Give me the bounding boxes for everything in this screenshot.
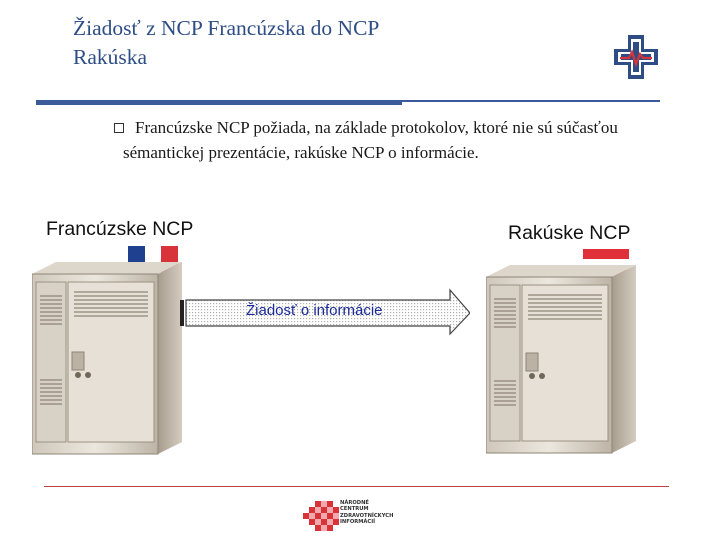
source-server-icon bbox=[32, 262, 182, 455]
footer-rule bbox=[44, 486, 669, 487]
request-arrow-icon bbox=[180, 288, 470, 336]
target-ncp-label: Rakúske NCP bbox=[508, 222, 631, 244]
title-rule-thin bbox=[402, 100, 660, 102]
bullet-text: Francúzske NCP požiada, na základe proto… bbox=[123, 115, 695, 165]
bullet-square-icon bbox=[114, 123, 124, 133]
target-server-icon bbox=[486, 265, 636, 454]
slide-title-line-2: Rakúska bbox=[73, 45, 148, 69]
footer-logo-line-3: ZDRAVOTNÍCKYCH bbox=[340, 512, 394, 519]
source-ncp-label: Francúzske NCP bbox=[46, 218, 194, 240]
nczi-checkered-cross-logo-icon bbox=[303, 499, 399, 535]
ncp-cross-logo-icon bbox=[612, 33, 660, 81]
request-label: Žiadosť o informácie bbox=[246, 302, 383, 319]
footer-logo-line-4: INFORMÁCIÍ bbox=[340, 518, 376, 525]
footer-logo-line-2: CENTRUM bbox=[340, 506, 369, 513]
footer-logo-line-1: NÁRODNÉ bbox=[340, 500, 369, 506]
footer-logo-text: NÁRODNÉ CENTRUM ZDRAVOTNÍCKYCH INFORMÁCI… bbox=[340, 500, 410, 525]
bullet-text-line-2: sémantickej prezentácie, rakúske NCP o i… bbox=[123, 143, 479, 162]
slide-title-line-1: Žiadosť z NCP Francúzska do NCP bbox=[73, 16, 380, 40]
slide-title: Žiadosť z NCP Francúzska do NCP Rakúska bbox=[73, 14, 493, 72]
bullet-text-line-1: Francúzske NCP požiada, na základe proto… bbox=[135, 118, 618, 137]
title-rule-thick bbox=[36, 100, 402, 105]
